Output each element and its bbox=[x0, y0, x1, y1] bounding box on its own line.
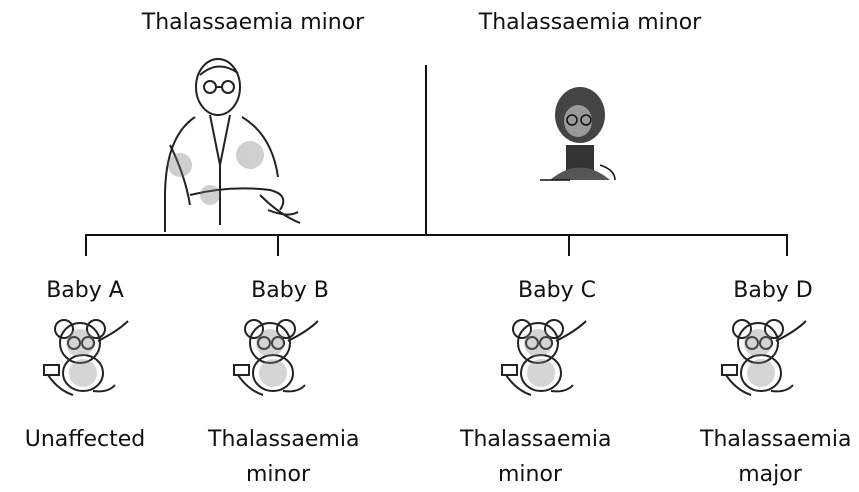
baby-c-icon bbox=[496, 315, 596, 400]
mother-label: Thalassaemia minor bbox=[455, 10, 725, 35]
mother-icon bbox=[530, 85, 630, 190]
baby-b-status: Thalassaemia minor bbox=[208, 422, 348, 492]
baby-d-name: Baby D bbox=[713, 278, 833, 303]
parent-divider-line bbox=[425, 65, 427, 235]
children-horizontal-line bbox=[85, 234, 788, 236]
baby-c-connector bbox=[568, 234, 570, 256]
baby-c-name: Baby C bbox=[497, 278, 617, 303]
baby-d-status: Thalassaemia major bbox=[700, 422, 840, 492]
father-label: Thalassaemia minor bbox=[118, 10, 388, 35]
baby-c-status: Thalassaemia minor bbox=[460, 422, 600, 492]
baby-b-name: Baby B bbox=[230, 278, 350, 303]
baby-a-name: Baby A bbox=[25, 278, 145, 303]
baby-a-icon bbox=[38, 315, 138, 400]
baby-a-connector bbox=[85, 234, 87, 256]
father-icon bbox=[150, 45, 310, 235]
baby-d-icon bbox=[716, 315, 816, 400]
baby-d-connector bbox=[786, 234, 788, 256]
baby-b-icon bbox=[228, 315, 328, 400]
baby-a-status: Unaffected bbox=[5, 422, 165, 457]
baby-b-connector bbox=[277, 234, 279, 256]
